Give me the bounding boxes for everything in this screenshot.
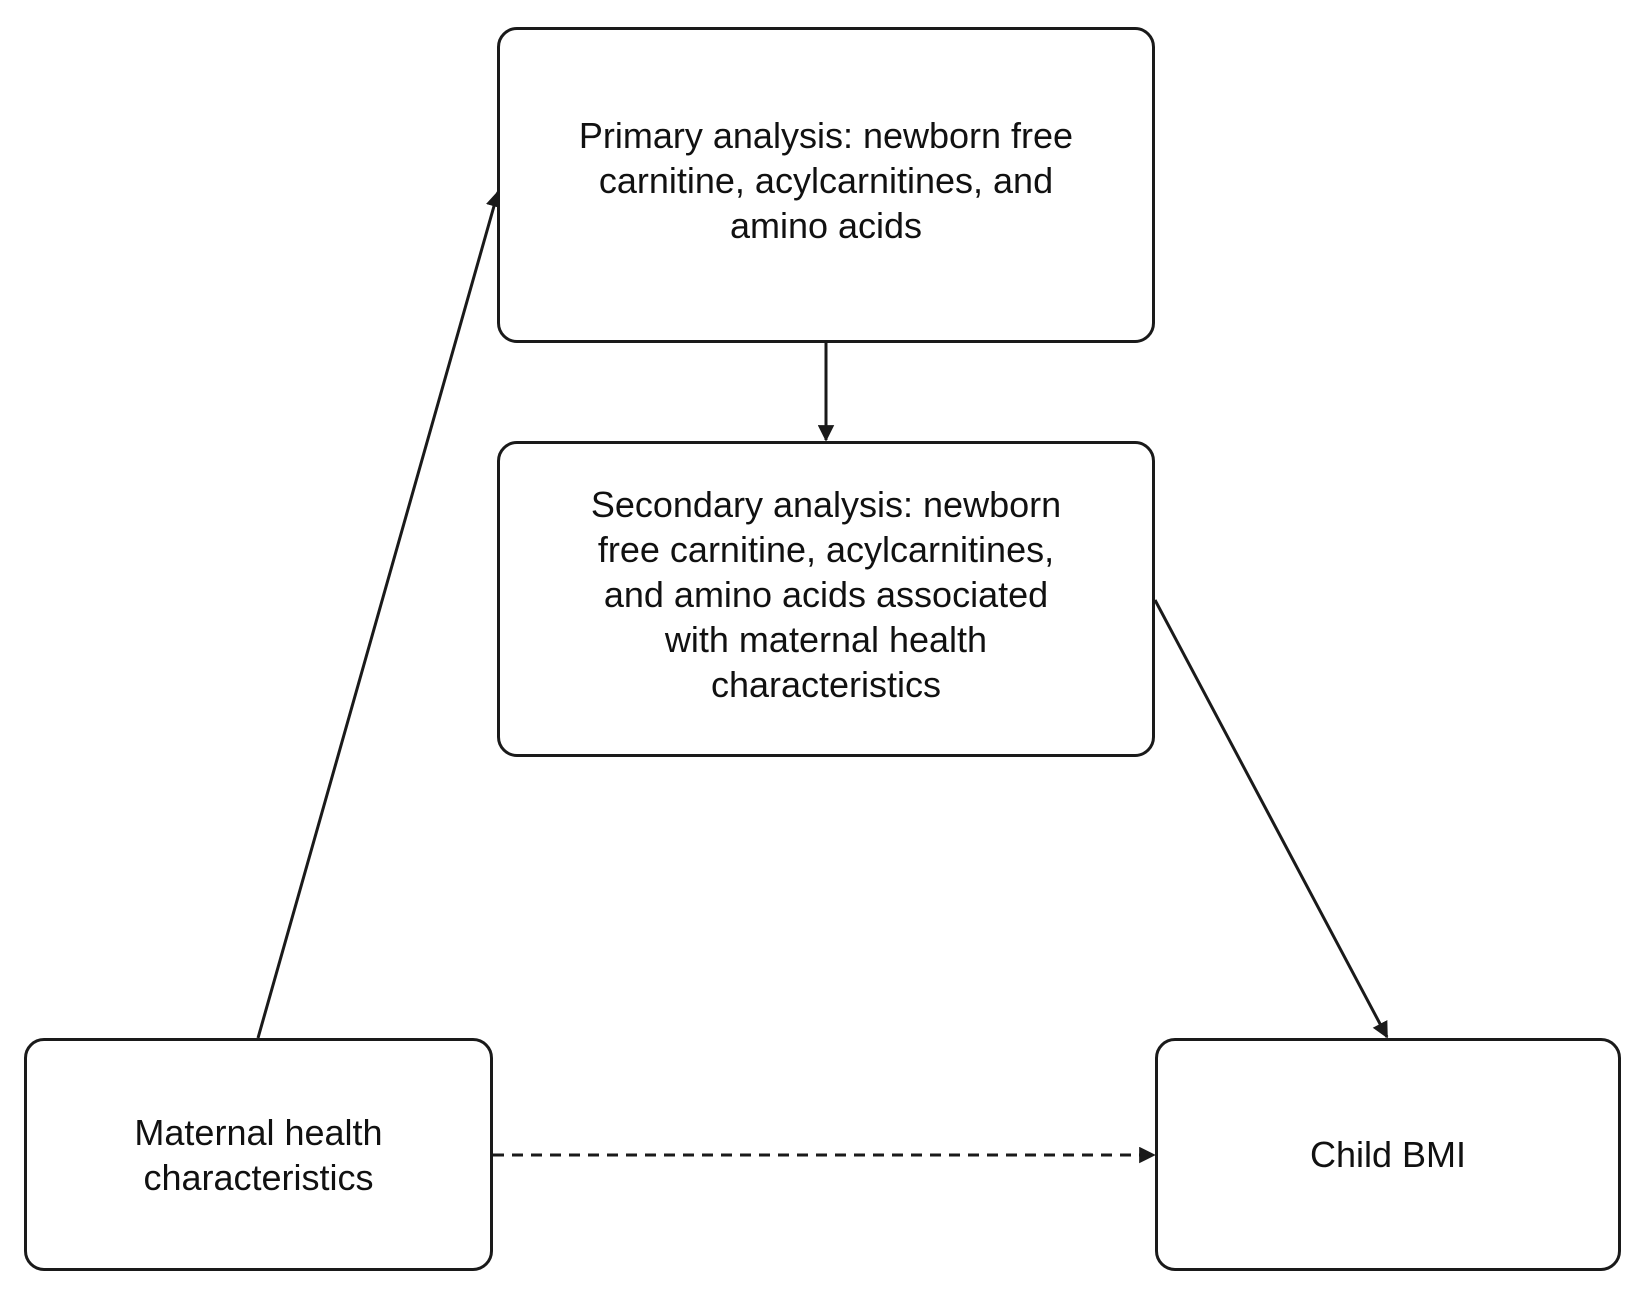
secondary-analysis-box: Secondary analysis: newborn free carniti… [497,441,1155,757]
child-bmi-box: Child BMI [1155,1038,1621,1271]
primary-analysis-box: Primary analysis: newborn free carnitine… [497,27,1155,343]
secondary-analysis-label: Secondary analysis: newborn free carniti… [590,483,1062,705]
maternal-health-box: Maternal health characteristics [24,1038,493,1271]
child-bmi-label: Child BMI [1309,1134,1467,1175]
primary-analysis-label: Primary analysis: newborn free carnitine… [578,114,1074,246]
maternal-health-label: Maternal health characteristics [134,1111,383,1198]
edge-secondary-to-child [1153,599,1389,1039]
edge-maternal-to-primary [256,190,502,1039]
